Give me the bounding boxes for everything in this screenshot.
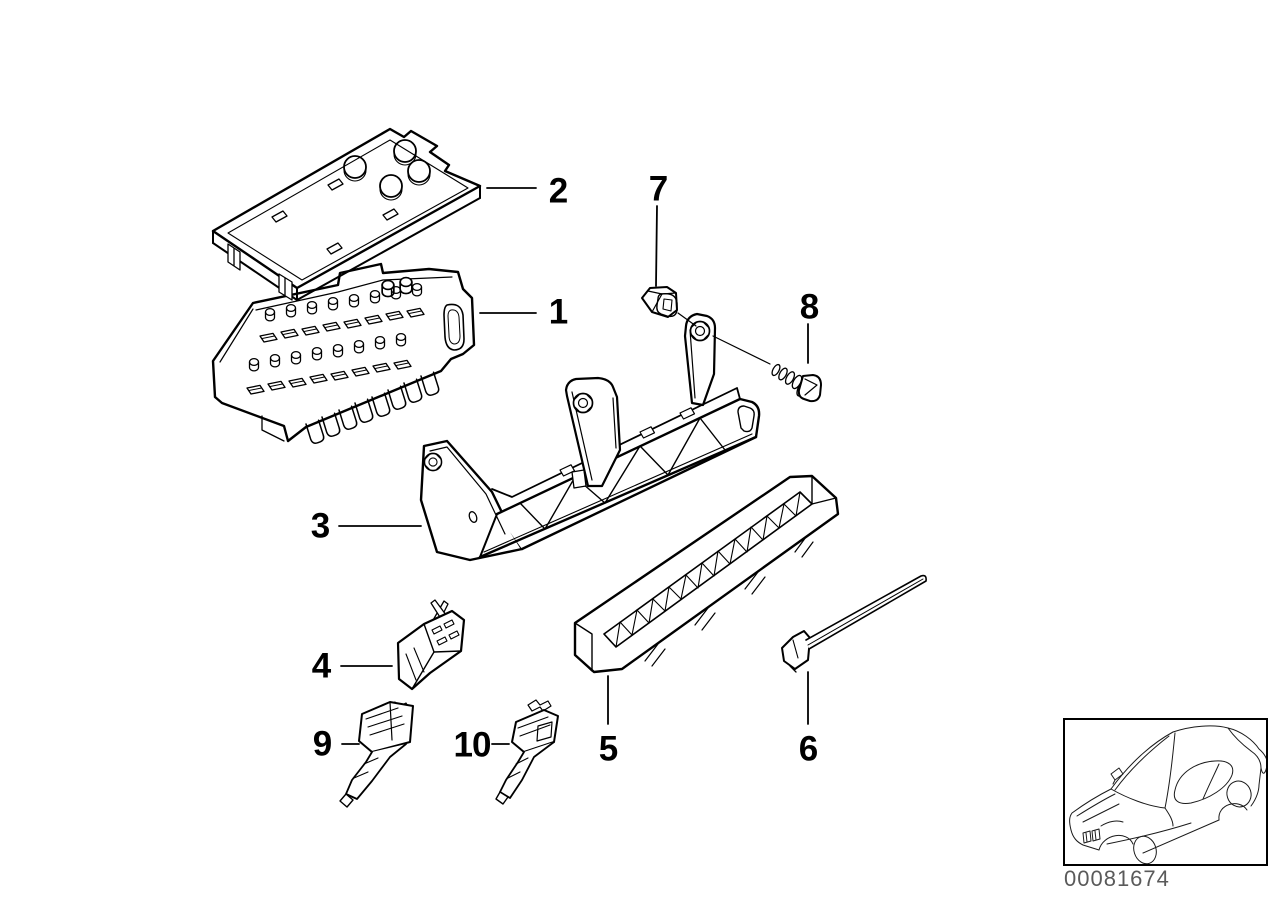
part-label-5[interactable]: 5 [598, 729, 618, 769]
part-label-3[interactable]: 3 [310, 506, 330, 546]
part-label-9[interactable]: 9 [312, 724, 332, 764]
part-8-screw-drawing [771, 363, 822, 403]
part-label-4[interactable]: 4 [311, 646, 331, 686]
part-label-7[interactable]: 7 [648, 169, 668, 209]
part-label-2[interactable]: 2 [548, 171, 568, 211]
part-4-connector-drawing [396, 599, 466, 691]
part-2-cover-drawing [211, 127, 482, 301]
part-label-8[interactable]: 8 [799, 287, 819, 327]
part-10-lead-drawing [495, 699, 559, 805]
part-label-10[interactable]: 10 [453, 725, 492, 765]
part-label-6[interactable]: 6 [798, 729, 818, 769]
part-5-rail-drawing [573, 474, 840, 674]
image-number: 00081674 [1064, 866, 1170, 891]
part-3-bracket-drawing [419, 312, 761, 562]
vehicle-thumbnail-box [1063, 718, 1268, 866]
part-7-cap-drawing [641, 286, 678, 318]
part-9-lead-drawing [339, 701, 414, 808]
part-label-1[interactable]: 1 [548, 292, 568, 332]
part-1-fusebox-drawing [211, 262, 476, 446]
car-icon [1069, 725, 1268, 865]
part-6-strip-drawing [781, 574, 927, 673]
callout-leader-lines [338, 187, 809, 745]
